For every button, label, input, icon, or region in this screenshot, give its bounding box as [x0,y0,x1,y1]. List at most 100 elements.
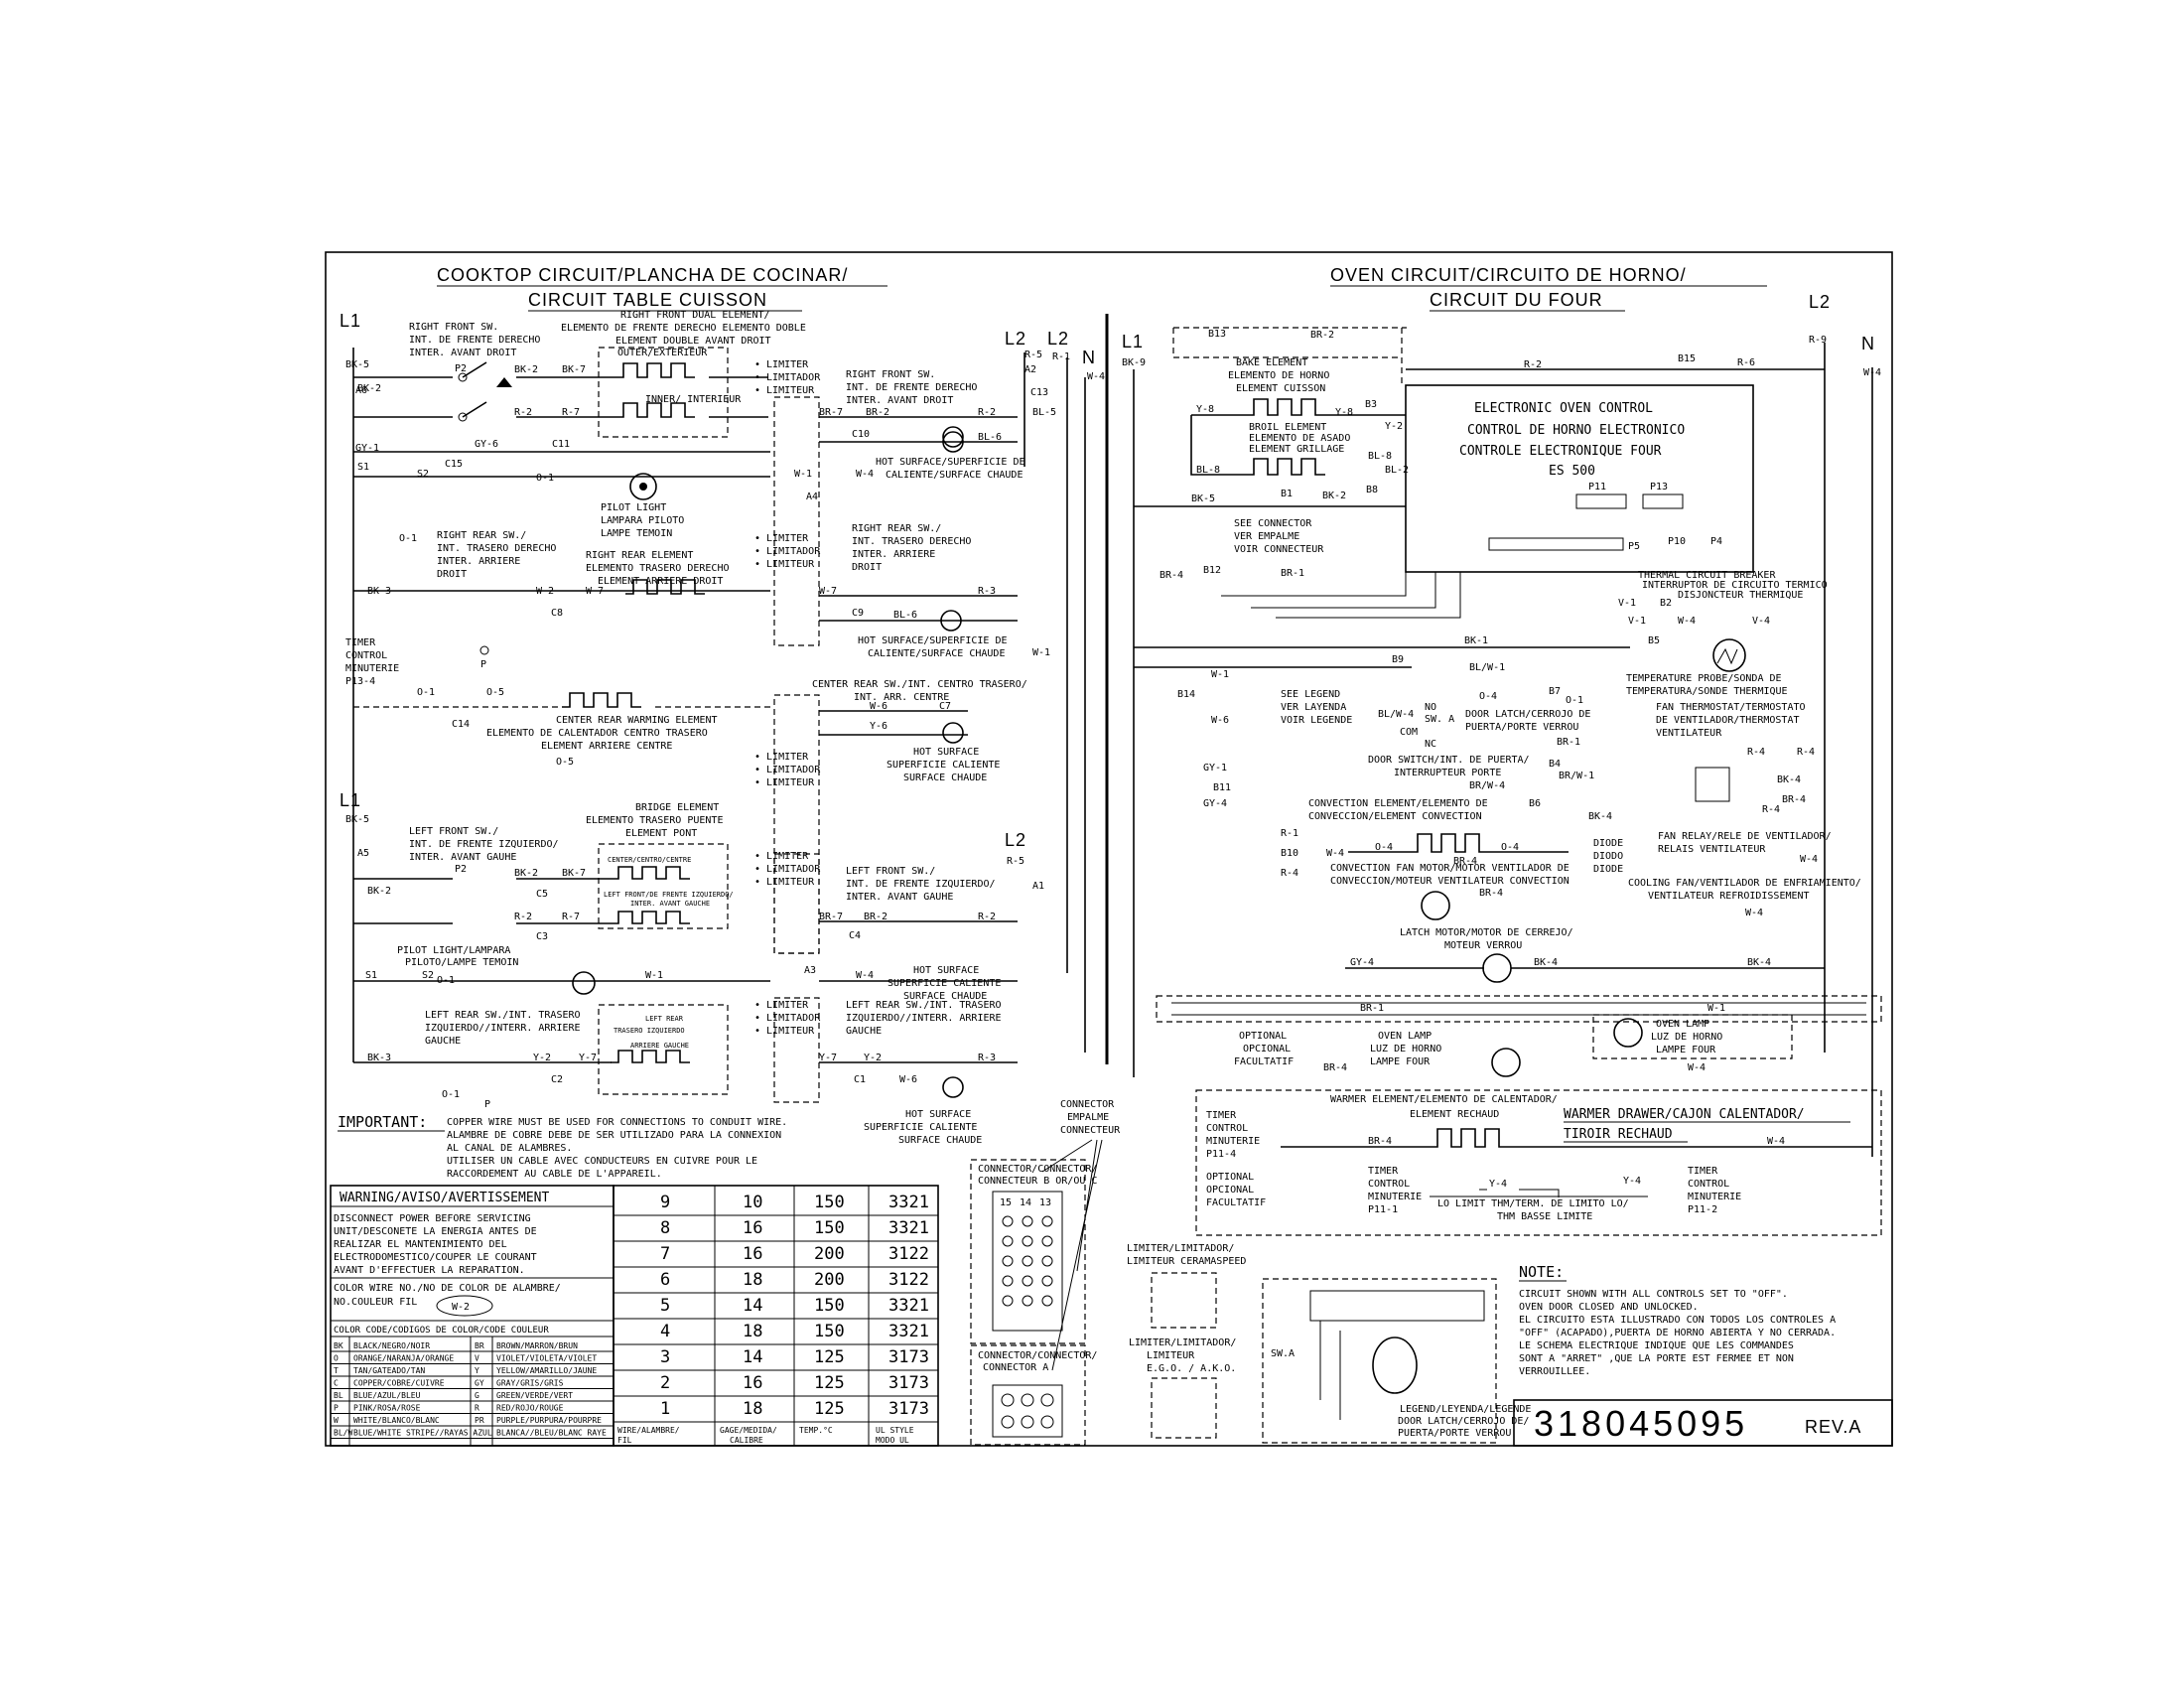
color-code-name: VIOLET/VIOLETA/VIOLET [496,1354,597,1363]
svg-text:BRIDGE ELEMENT: BRIDGE ELEMENT [635,802,719,813]
svg-text:B11: B11 [1213,782,1231,793]
color-code-name: BROWN/MARRON/BRUN [496,1341,578,1350]
svg-text:RELAIS VENTILATEUR: RELAIS VENTILATEUR [1658,844,1766,855]
wire-table-header: UL STYLE [876,1426,914,1435]
cooktop-title-1: COOKTOP CIRCUIT/PLANCHA DE COCINAR/ [437,265,848,285]
svg-text:W-6: W-6 [870,701,887,712]
svg-text:R-3: R-3 [978,1053,996,1063]
svg-text:P11-4: P11-4 [1206,1149,1236,1160]
svg-text:GY-4: GY-4 [1203,798,1227,809]
svg-text:R-1: R-1 [1281,828,1298,839]
svg-text:LATCH MOTOR/MOTOR DE CERREJO/: LATCH MOTOR/MOTOR DE CERREJO/ [1400,927,1573,938]
svg-text:S1: S1 [357,462,369,473]
svg-text:LUZ DE HORNO: LUZ DE HORNO [1370,1044,1441,1055]
svg-text:C9: C9 [852,608,864,619]
color-code-name: BLACK/NEGRO/NOIR [353,1341,430,1350]
cooktop-title-2: CIRCUIT TABLE CUISSON [528,290,767,310]
wire-table-cell: 18 [743,1399,762,1419]
svg-text:SONT A "ARRET" ,QUE LA PORTE E: SONT A "ARRET" ,QUE LA PORTE EST FERMEE … [1519,1353,1794,1364]
svg-text:P13-4: P13-4 [345,676,375,687]
svg-text:• LIMITADOR: • LIMITADOR [754,546,821,557]
center-rear-warming-element [562,692,641,708]
svg-text:ELEMENT GRILLAGE: ELEMENT GRILLAGE [1249,444,1344,455]
svg-text:BR-2: BR-2 [866,407,889,418]
svg-text:MINUTERIE: MINUTERIE [1688,1192,1741,1202]
svg-text:VER EMPALME: VER EMPALME [1234,531,1299,542]
svg-text:W-4: W-4 [1678,616,1696,627]
svg-text:ARRIERE GAUCHE: ARRIERE GAUCHE [630,1042,689,1050]
svg-text:W-4: W-4 [1800,854,1818,865]
svg-text:RACCORDEMENT AU CABLE DE L'APP: RACCORDEMENT AU CABLE DE L'APPAREIL. [447,1169,662,1180]
color-code-abbr: V [475,1354,479,1363]
svg-text:P5: P5 [1628,541,1640,552]
color-code-abbr: T [334,1366,339,1375]
svg-text:LEFT FRONT SW./: LEFT FRONT SW./ [409,826,498,837]
color-code-name: RED/ROJO/ROUGE [496,1404,564,1413]
svg-text:O-4: O-4 [1501,842,1519,853]
limiter-label-4: • LIMITER • LIMITADOR • LIMITEUR [754,851,821,888]
svg-text:P: P [484,1099,490,1110]
svg-text:BL/W-4: BL/W-4 [1378,709,1414,720]
svg-text:C7: C7 [939,701,951,712]
svg-text:CALIENTE/SURFACE CHAUDE: CALIENTE/SURFACE CHAUDE [868,648,1005,659]
svg-text:O-1: O-1 [399,533,417,544]
svg-text:ELEMENT ARRIERE DROIT: ELEMENT ARRIERE DROIT [598,576,723,587]
svg-text:CENTER REAR SW./INT. CENTRO TR: CENTER REAR SW./INT. CENTRO TRASERO/ [812,679,1027,690]
svg-text:PILOTO/LAMPE TEMOIN: PILOTO/LAMPE TEMOIN [405,957,518,968]
svg-text:BK-2: BK-2 [357,383,381,394]
right-front-inner-element: INNER/ INTERIEUR [615,394,742,418]
svg-text:TEMPERATURA/SONDE THERMIQUE: TEMPERATURA/SONDE THERMIQUE [1626,686,1788,697]
wire-table-cell: 10 [743,1193,762,1212]
svg-text:CONTROL: CONTROL [345,650,387,661]
svg-text:ES 500: ES 500 [1549,464,1595,479]
svg-text:CONNECTOR: CONNECTOR [1060,1099,1115,1110]
connector-pin-number: 13 [1039,1197,1051,1208]
connector-pin-number: 14 [1020,1197,1031,1208]
svg-text:REALIZAR EL MANTENIMIENTO DEL: REALIZAR EL MANTENIMIENTO DEL [334,1239,507,1250]
color-code-name: BLUE/WHITE STRIPE//RAYAS AZUL [353,1429,492,1438]
connector-pin [1022,1295,1033,1307]
svg-text:BR-4: BR-4 [1782,794,1806,805]
svg-text:IZQUIERDO//INTERR. ARRIERE: IZQUIERDO//INTERR. ARRIERE [425,1023,581,1034]
svg-text:R-4: R-4 [1747,747,1765,758]
color-code-name: GREEN/VERDE/VERT [496,1391,573,1400]
svg-text:W-1: W-1 [645,970,663,981]
optional-lamp-harness [1156,995,1882,1023]
connector-pin [1001,1393,1015,1407]
svg-text:A1: A1 [1032,881,1044,892]
svg-text:• LIMITADOR: • LIMITADOR [754,765,821,775]
svg-text:ELEMENTO TRASERO PUENTE: ELEMENTO TRASERO PUENTE [586,815,723,826]
svg-text:CENTER REAR WARMING ELEMENT: CENTER REAR WARMING ELEMENT [556,715,718,726]
svg-text:R-1: R-1 [1052,352,1070,362]
svg-text:HOT SURFACE: HOT SURFACE [913,747,979,758]
svg-text:LEFT REAR: LEFT REAR [645,1015,684,1023]
wire-table-cell: 125 [814,1373,845,1393]
svg-text:INTER. AVANT DROIT: INTER. AVANT DROIT [409,348,516,358]
svg-text:W-4: W-4 [1326,848,1344,859]
svg-text:• LIMITER: • LIMITER [754,359,809,370]
cooktop-l2b-label: L2 [1047,329,1069,349]
svg-text:RIGHT FRONT SW.: RIGHT FRONT SW. [409,322,498,333]
fan-relay [1695,767,1730,802]
color-code-name: COPPER/COBRE/CUIVRE [353,1379,445,1388]
svg-text:INT. DE FRENTE IZQUIERDO/: INT. DE FRENTE IZQUIERDO/ [409,839,559,850]
svg-text:BL-8: BL-8 [1196,465,1220,476]
svg-text:Y-7: Y-7 [819,1053,837,1063]
svg-text:ELEMENTO DE ASADO: ELEMENTO DE ASADO [1249,433,1350,444]
svg-text:Y-2: Y-2 [1385,421,1403,432]
connector-pin [1041,1275,1053,1287]
svg-text:V-1: V-1 [1618,598,1636,609]
wire-table-cell: 18 [743,1322,762,1341]
svg-text:R-2: R-2 [978,912,996,922]
svg-text:ELEMENTO TRASERO DERECHO: ELEMENTO TRASERO DERECHO [586,563,730,574]
svg-text:ELEMENT PONT: ELEMENT PONT [625,828,697,839]
connector-pin [1022,1215,1033,1227]
svg-text:TIMER: TIMER [345,637,376,648]
svg-text:V-1: V-1 [1628,616,1646,627]
svg-text:BK-9: BK-9 [1122,357,1146,368]
svg-text:S2: S2 [422,970,434,981]
svg-text:CONVECTION FAN MOTOR/MOTOR VEN: CONVECTION FAN MOTOR/MOTOR VENTILADOR DE [1330,863,1570,874]
svg-text:P11-1: P11-1 [1368,1204,1398,1215]
svg-text:VERROUILLEE.: VERROUILLEE. [1519,1366,1590,1377]
svg-text:DOOR LATCH/CERROJO DE: DOOR LATCH/CERROJO DE [1465,709,1590,720]
